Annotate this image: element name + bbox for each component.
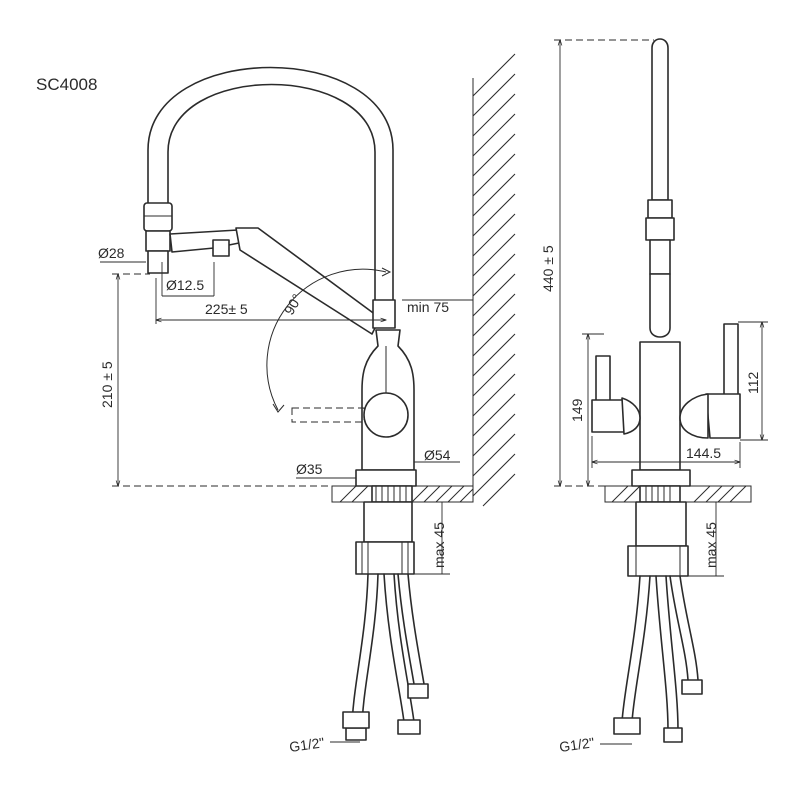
front-dimensions (554, 40, 768, 745)
diameter-35-label: Ø35 (296, 461, 323, 477)
left-handle (591, 355, 641, 435)
diameter-28-label: Ø28 (98, 245, 125, 261)
min-75-label: min 75 (407, 299, 449, 315)
side-view: Ø28 Ø12.5 225± 5 min 75 90° 210 ± 5 Ø35 … (98, 53, 516, 755)
wall (472, 53, 516, 507)
reach-label: 225± 5 (205, 301, 248, 317)
faucet-body-front (631, 341, 691, 487)
max-45-side-label: max 45 (431, 522, 447, 568)
max-45-front-label: max 45 (703, 522, 719, 568)
height-149-label: 149 (569, 398, 585, 422)
height-210-label: 210 ± 5 (99, 361, 115, 408)
spray-head (143, 202, 173, 274)
side-dimensions (100, 261, 473, 743)
thread-front-label: G1/2" (558, 734, 595, 755)
model-label: SC4008 (36, 75, 97, 94)
supply-hoses-front (613, 575, 703, 743)
rotation-arc (266, 268, 387, 411)
diameter-12-5-label: Ø12.5 (166, 277, 204, 293)
wall-hatch (472, 53, 516, 507)
faucet-body-side (355, 299, 417, 487)
front-view: 440 ± 5 149 112 144.5 max 45 G1/2" (540, 38, 768, 755)
gooseneck-spout (147, 66, 394, 301)
filter-arm (169, 227, 381, 335)
diameter-54-label: Ø54 (424, 447, 451, 463)
height-112-label: 112 (745, 371, 761, 394)
lever-outline (291, 407, 365, 423)
thread-side-label: G1/2" (288, 734, 325, 755)
mounting-thread-front (627, 485, 689, 577)
supply-hoses-side (342, 573, 429, 741)
height-440-label: 440 ± 5 (540, 245, 556, 292)
width-144-5-label: 144.5 (686, 445, 721, 461)
right-handle (679, 323, 741, 439)
spout-front (645, 38, 675, 338)
angle-label: 90° (281, 291, 305, 317)
mounting-thread-side (355, 485, 415, 575)
